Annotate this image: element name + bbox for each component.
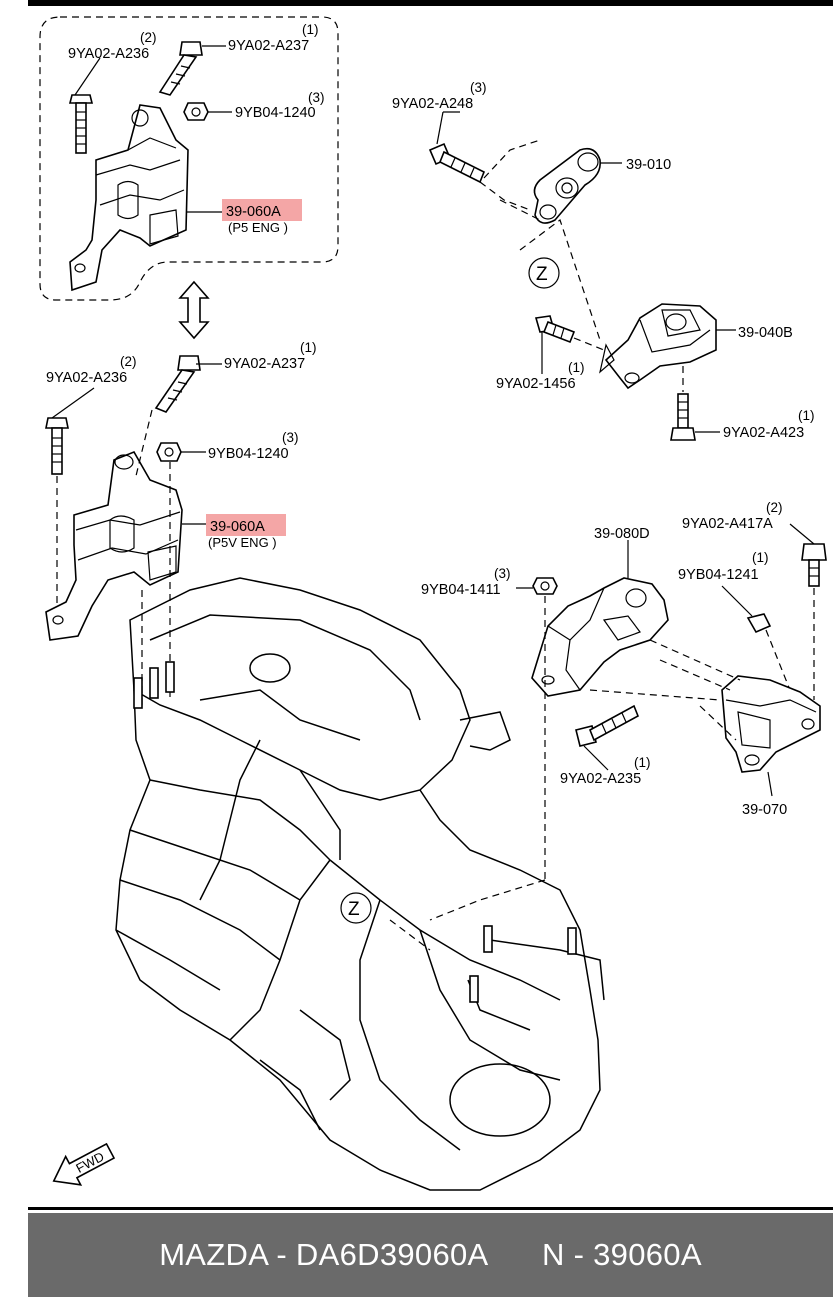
label-top-1240: 9YB04-1240 (235, 105, 316, 121)
mount-39-070 (721, 675, 821, 773)
label-a423: 9YA02-A423 (723, 425, 804, 441)
bolt-a237-mid (154, 355, 201, 413)
zone-z-callout-upper: Z (528, 257, 560, 289)
bolt-a237-top (158, 41, 203, 96)
engine-block (115, 577, 605, 1191)
footer-brand-part: MAZDA - DA6D39060A (159, 1237, 489, 1272)
qty-a235: (1) (634, 755, 651, 770)
link-39-010 (533, 147, 602, 224)
label-top-a236: 9YA02-A236 (68, 46, 149, 62)
label-39-040b: 39-040B (738, 325, 793, 341)
engine-studs (133, 661, 577, 1003)
qty-a417a: (2) (766, 500, 783, 515)
mount-39-040b (599, 303, 717, 390)
nut-1411 (532, 577, 558, 595)
footer-alt-part: N - 39060A (541, 1237, 702, 1272)
label-1411: 9YB04-1411 (421, 582, 501, 598)
footer-rule (28, 1207, 833, 1210)
mount-39-060a-p5v (45, 450, 183, 641)
qty-mid-a236: (2) (120, 354, 137, 369)
zone-z-callout-lower: Z (340, 892, 372, 924)
qty-top-a237: (1) (302, 22, 319, 37)
label-a417a: 9YA02-A417A (682, 516, 773, 532)
label-mid-a236: 9YA02-A236 (46, 370, 127, 386)
qty-1241: (1) (752, 550, 769, 565)
note-top-part: (P5 ENG ) (228, 220, 288, 235)
bolt-1456 (534, 315, 576, 344)
zone-z-label-upper: Z (536, 264, 548, 285)
footer-spacer (489, 1237, 542, 1273)
qty-mid-1240: (3) (282, 430, 299, 445)
qty-1456: (1) (568, 360, 585, 375)
top-border (28, 0, 833, 6)
nut-1240-top (183, 102, 209, 121)
mount-39-060a-p5 (69, 104, 189, 292)
label-mid-part: 39-060A (210, 519, 265, 535)
qty-a423: (1) (798, 408, 815, 423)
label-39-080d: 39-080D (594, 526, 650, 542)
bracket-39-080d (531, 577, 669, 697)
fwd-label: FWD (73, 1149, 106, 1176)
label-39-070: 39-070 (742, 802, 787, 818)
bolt-a236-mid (45, 417, 69, 475)
label-1241: 9YB04-1241 (678, 567, 759, 583)
forward-arrow: FWD (52, 1142, 116, 1186)
variant-swap-arrow (178, 280, 210, 340)
label-39-010: 39-010 (626, 157, 671, 173)
nut-1241 (746, 613, 772, 634)
highlight-mid-part (206, 514, 286, 536)
bolt-a236-top (68, 94, 94, 154)
bolt-a248 (428, 142, 486, 184)
label-top-a237: 9YA02-A237 (228, 38, 309, 54)
label-1456: 9YA02-1456 (496, 376, 576, 392)
bolt-a423 (670, 393, 696, 441)
highlight-top-part (222, 199, 302, 221)
footer-bar: MAZDA - DA6D39060A N - 39060A (28, 1213, 833, 1297)
bolt-a235 (575, 704, 640, 747)
qty-1411: (3) (494, 566, 511, 581)
label-mid-1240: 9YB04-1240 (208, 446, 289, 462)
label-a248: 9YA02-A248 (392, 96, 473, 112)
qty-mid-a237: (1) (300, 340, 317, 355)
qty-top-a236: (2) (140, 30, 157, 45)
qty-a248: (3) (470, 80, 487, 95)
label-top-part: 39-060A (226, 204, 281, 220)
note-mid-part: (P5V ENG ) (208, 535, 277, 550)
nut-1240-mid (156, 442, 182, 462)
qty-top-1240: (3) (308, 90, 325, 105)
label-mid-a237: 9YA02-A237 (224, 356, 305, 372)
label-a235: 9YA02-A235 (560, 771, 641, 787)
bolt-a417a (801, 543, 827, 587)
zone-z-label-lower: Z (348, 899, 360, 920)
